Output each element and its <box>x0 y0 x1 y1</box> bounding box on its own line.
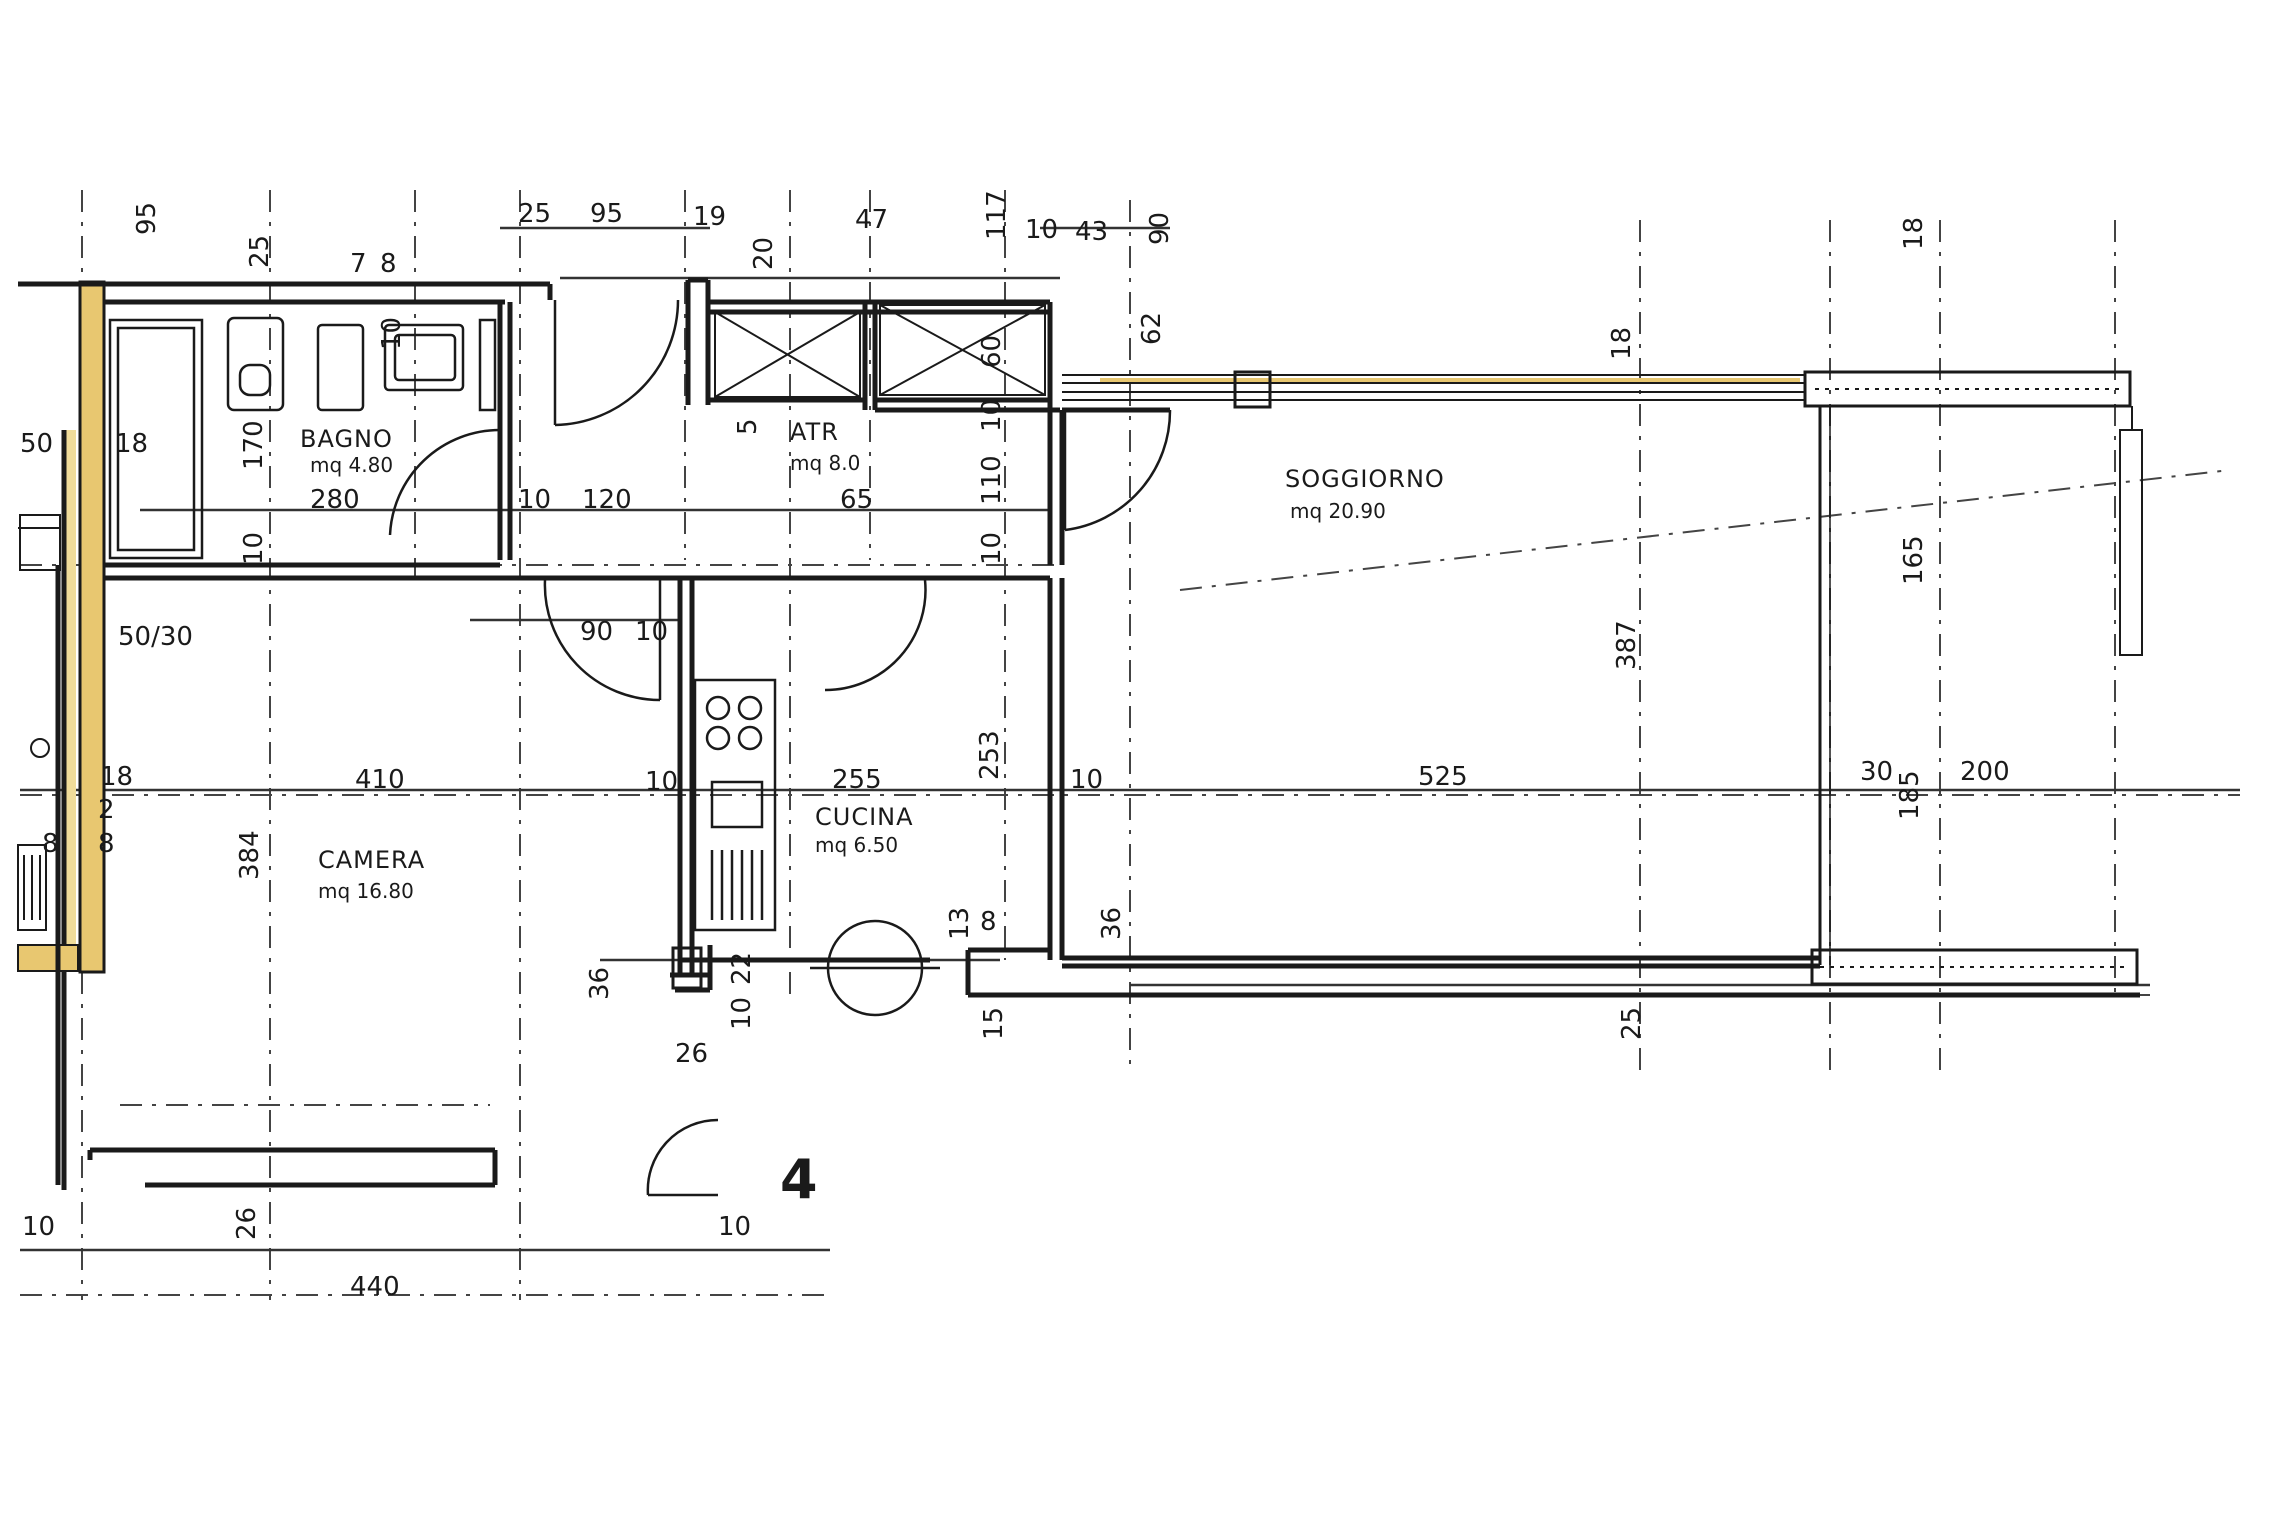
dim-label: 30 <box>1860 757 1893 787</box>
room-name-atrio: ATR <box>790 418 839 446</box>
dim-label: 20 <box>749 237 779 270</box>
dim-label: 10 <box>1025 215 1058 245</box>
dim-label: 60 <box>977 335 1007 368</box>
windows <box>1062 370 2143 986</box>
dim-label: 8 <box>98 829 115 859</box>
dim-label: 36 <box>1097 907 1127 940</box>
dim-label: 19 <box>693 202 726 232</box>
dim-label: 10 <box>718 1212 751 1242</box>
dim-label: 22 <box>727 952 757 985</box>
dim-label: 170 <box>239 420 269 470</box>
dim-label: 8 <box>42 829 59 859</box>
dim-label: 18 <box>1899 217 1929 250</box>
dim-label: 25 <box>1617 1007 1647 1040</box>
dim-label: 280 <box>310 485 360 515</box>
dimension-labels: 95 25 25 95 19 47 117 10 43 90 18 7 8 10… <box>20 190 2010 1302</box>
dim-label: 255 <box>832 765 882 795</box>
dim-label: 90 <box>1145 212 1175 245</box>
dim-label: 25 <box>245 235 275 268</box>
dim-label: 165 <box>1899 535 1929 585</box>
dim-label: 50 <box>20 429 53 459</box>
walls <box>18 277 2140 1188</box>
dim-label: 65 <box>840 485 873 515</box>
dim-label: 10 <box>239 532 269 565</box>
dim-label: 10 <box>518 485 551 515</box>
dim-label: 110 <box>977 455 1007 505</box>
dim-label: 15 <box>979 1007 1009 1040</box>
plan-number: 4 <box>780 1148 818 1211</box>
room-area-atrio: mq 8.0 <box>790 451 860 475</box>
room-name-bagno: BAGNO <box>300 425 393 453</box>
dim-label: 95 <box>590 199 623 229</box>
dim-label: 50/30 <box>118 622 193 652</box>
dim-label: 253 <box>975 730 1005 780</box>
room-area-bagno: mq 4.80 <box>310 453 393 477</box>
room-area-cucina: mq 6.50 <box>815 833 898 857</box>
construction-lines <box>20 190 2240 1300</box>
room-name-camera: CAMERA <box>318 846 425 874</box>
dim-label: 525 <box>1418 762 1468 792</box>
dim-label: 10 <box>977 399 1007 432</box>
dim-label: 10 <box>377 317 407 350</box>
closet-shafts <box>714 304 1046 398</box>
room-name-cucina: CUCINA <box>815 803 914 831</box>
dim-label: 26 <box>232 1207 262 1240</box>
dim-label: 7 <box>350 249 367 279</box>
dim-label: 90 <box>580 617 613 647</box>
dim-label: 10 <box>977 532 1007 565</box>
dim-label: 10 <box>645 767 678 797</box>
room-area-camera: mq 16.80 <box>318 879 414 903</box>
room-name-soggiorno: SOGGIORNO <box>1285 465 1445 493</box>
dim-label: 5 <box>733 418 763 435</box>
room-area-soggiorno: mq 20.90 <box>1290 499 1386 523</box>
dim-label: 117 <box>982 190 1012 240</box>
dim-label: 10 <box>635 617 668 647</box>
marks <box>17 514 703 990</box>
dim-label: 18 <box>115 429 148 459</box>
highlight-wall <box>17 280 1800 1190</box>
dim-label: 36 <box>585 967 615 1000</box>
dim-label: 62 <box>1137 312 1167 345</box>
dim-label: 10 <box>1070 765 1103 795</box>
dim-label: 13 <box>945 907 975 940</box>
dim-label: 10 <box>22 1212 55 1242</box>
dim-label: 410 <box>355 765 405 795</box>
dim-label: 18 <box>1607 327 1637 360</box>
dim-label: 120 <box>582 485 632 515</box>
dim-label: 387 <box>1612 620 1642 670</box>
dim-label: 26 <box>675 1039 708 1069</box>
dim-label: 8 <box>380 249 397 279</box>
door-swings <box>388 299 1172 1197</box>
dim-label: 25 <box>518 199 551 229</box>
bathroom-fixtures <box>108 316 497 560</box>
dim-label: 10 <box>727 997 757 1030</box>
dim-label: 47 <box>855 205 888 235</box>
dim-label: 384 <box>235 830 265 880</box>
dim-label: 185 <box>1895 770 1925 820</box>
dim-label: 440 <box>350 1272 400 1302</box>
dim-label: 200 <box>1960 757 2010 787</box>
dim-label: 43 <box>1075 217 1108 247</box>
kitchen-counter <box>693 678 777 932</box>
dim-label: 2 <box>98 795 115 825</box>
dim-label: 8 <box>980 907 997 937</box>
room-labels: BAGNO mq 4.80 ATR mq 8.0 SOGGIORNO mq 20… <box>300 418 1445 1211</box>
dim-label: 18 <box>100 762 133 792</box>
dim-label: 95 <box>132 202 162 235</box>
